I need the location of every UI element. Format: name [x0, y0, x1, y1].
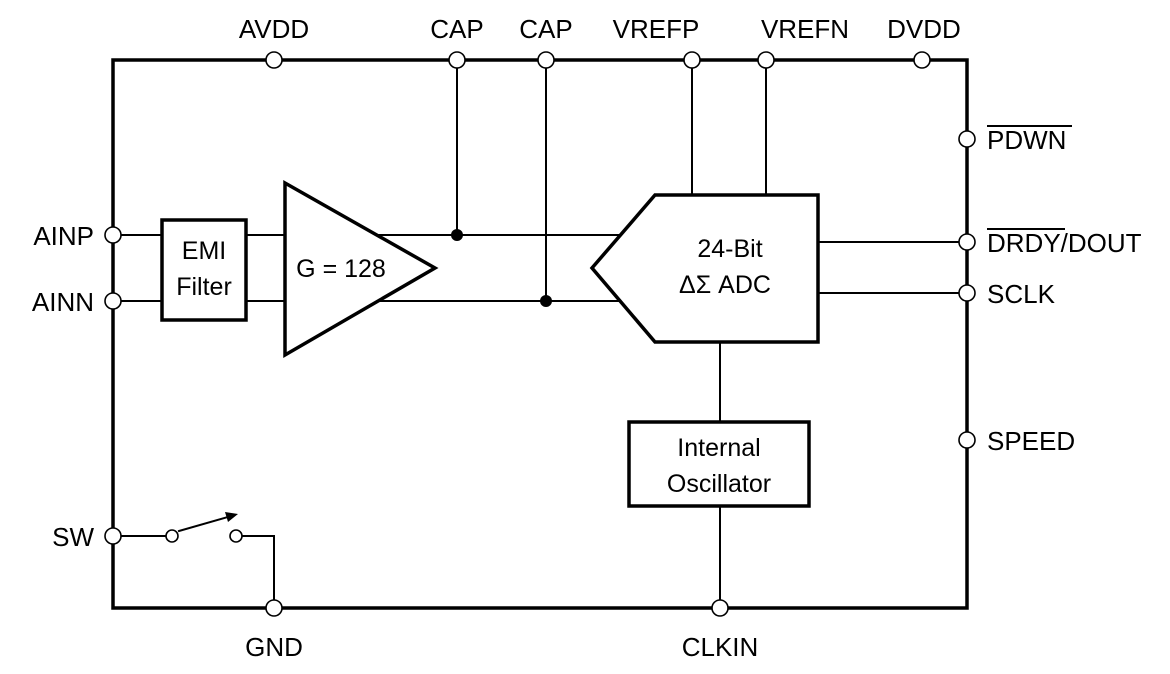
pin-label-cap2: CAP — [519, 14, 572, 44]
emi-filter-block: EMI Filter — [160, 218, 248, 322]
oscillator-label-line1: Internal — [677, 434, 760, 462]
adc-label-line2: ΔΣ ADC — [679, 271, 771, 299]
pin-pdwn — [958, 130, 976, 148]
pin-avdd — [265, 51, 283, 69]
pin-label-dout: /DOUT — [1061, 228, 1142, 258]
pin-label-gnd: GND — [245, 632, 303, 662]
oscillator-label-line2: Oscillator — [667, 470, 771, 498]
switch-contact — [165, 529, 179, 543]
pin-label-ainn: AINN — [32, 287, 94, 317]
pin-ainp — [104, 226, 122, 244]
pin-vrefn — [757, 51, 775, 69]
pin-clkin — [711, 599, 729, 617]
switch-arrow-icon — [225, 512, 238, 522]
pin-cap2 — [537, 51, 555, 69]
pin-label-clkin: CLKIN — [682, 632, 759, 662]
pin-label-vrefn: VREFN — [761, 14, 849, 44]
pin-drdy-dout — [958, 233, 976, 251]
pin-sw — [104, 527, 122, 545]
oscillator-block: Internal Oscillator — [627, 420, 811, 508]
adc-block: 24-Bit ΔΣ ADC — [589, 193, 820, 344]
adc-label-line1: 24-Bit — [697, 235, 762, 263]
pin-label-drdy-dout: DRDY/DOUT — [987, 228, 1142, 258]
pga-gain-label: G = 128 — [296, 255, 386, 283]
pin-speed — [958, 431, 976, 449]
pga-amplifier: G = 128 — [283, 179, 439, 359]
emi-filter-label-line1: EMI — [182, 237, 226, 265]
pin-label-avdd: AVDD — [239, 14, 309, 44]
switch-contact — [229, 529, 243, 543]
pin-label-pdwn: PDWN — [987, 125, 1066, 155]
chip-outline — [111, 58, 969, 610]
pin-label-sclk: SCLK — [987, 279, 1056, 309]
pin-label-cap1: CAP — [430, 14, 483, 44]
pin-ainn — [104, 292, 122, 310]
junction-dot — [540, 295, 552, 307]
emi-filter-label-line2: Filter — [176, 273, 232, 301]
pin-vrefp — [683, 51, 701, 69]
pin-cap1 — [448, 51, 466, 69]
pin-label-dvdd: DVDD — [887, 14, 961, 44]
junction-dot — [451, 229, 463, 241]
pin-label-speed: SPEED — [987, 426, 1075, 456]
pin-gnd — [265, 599, 283, 617]
pin-label-sw: SW — [52, 522, 94, 552]
pin-markers — [104, 51, 976, 617]
pin-label-vrefp: VREFP — [613, 14, 700, 44]
pin-sclk — [958, 284, 976, 302]
pin-label-drdy: DRDY — [987, 228, 1061, 258]
wires — [120, 67, 959, 601]
pin-label-ainp: AINP — [33, 221, 94, 251]
pin-dvdd — [913, 51, 931, 69]
